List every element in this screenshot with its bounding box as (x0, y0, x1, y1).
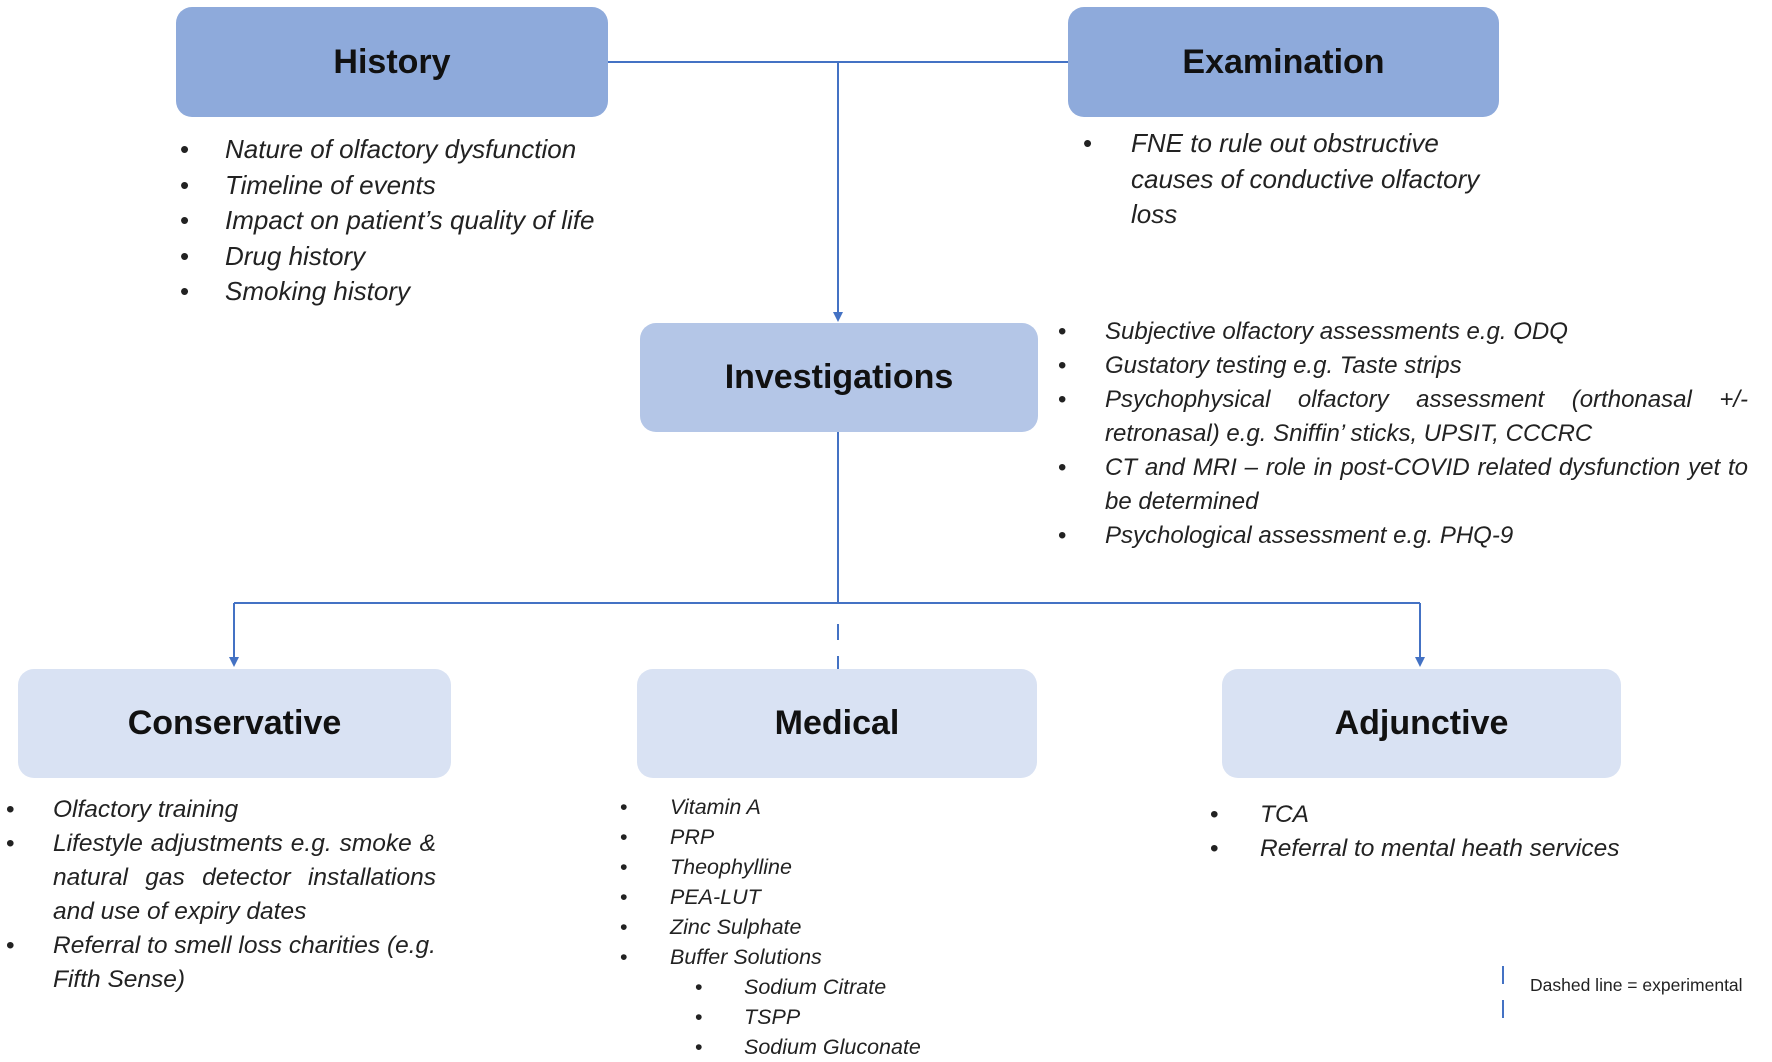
list-item: CT and MRI – role in post-COVID related … (1058, 451, 1748, 519)
list-item: Referral to mental heath services (1210, 832, 1670, 866)
sub-list-item: TSPP (695, 1002, 980, 1032)
list-item: Zinc Sulphate (620, 912, 980, 942)
adjunctive-node: Adjunctive (1222, 669, 1621, 778)
list-item: PRP (620, 822, 980, 852)
list-item: Olfactory training (6, 793, 436, 827)
list-item: Lifestyle adjustments e.g. smoke & natur… (6, 827, 436, 929)
list-item: TCA (1210, 798, 1670, 832)
list-item: Psychophysical olfactory assessment (ort… (1058, 383, 1748, 451)
list-item: Gustatory testing e.g. Taste strips (1058, 349, 1748, 383)
medical-node: Medical (637, 669, 1037, 778)
list-item: Nature of olfactory dysfunction (180, 132, 640, 168)
list-item: Psychological assessment e.g. PHQ-9 (1058, 519, 1748, 553)
list-item: Vitamin A (620, 792, 980, 822)
medical-list: Vitamin A PRP Theophylline PEA-LUT Zinc … (620, 792, 980, 1062)
list-item: Impact on patient’s quality of life (180, 203, 640, 239)
list-item: Buffer Solutions Sodium Citrate TSPP Sod… (620, 942, 980, 1062)
list-item: Theophylline (620, 852, 980, 882)
buffer-solutions-sublist: Sodium Citrate TSPP Sodium Gluconate (695, 972, 980, 1062)
list-item: Drug history (180, 239, 640, 275)
conservative-node: Conservative (18, 669, 451, 778)
history-list: Nature of olfactory dysfunction Timeline… (180, 132, 640, 310)
list-item-label: Buffer Solutions (670, 945, 822, 969)
list-item: Subjective olfactory assessments e.g. OD… (1058, 315, 1748, 349)
list-item: PEA-LUT (620, 882, 980, 912)
legend-label: Dashed line = experimental (1530, 975, 1743, 995)
investigations-list: Subjective olfactory assessments e.g. OD… (1058, 315, 1748, 553)
adjunctive-list: TCA Referral to mental heath services (1210, 798, 1670, 866)
conservative-list: Olfactory training Lifestyle adjustments… (6, 793, 436, 997)
list-item: Referral to smell loss charities (e.g. F… (6, 929, 436, 997)
list-item: Smoking history (180, 274, 640, 310)
list-item: FNE to rule out obstructive causes of co… (1083, 126, 1483, 233)
history-node: History (176, 7, 608, 117)
list-item: Timeline of events (180, 168, 640, 204)
examination-node: Examination (1068, 7, 1499, 117)
investigations-node: Investigations (640, 323, 1038, 432)
examination-list: FNE to rule out obstructive causes of co… (1083, 126, 1483, 233)
sub-list-item: Sodium Citrate (695, 972, 980, 1002)
sub-list-item: Sodium Gluconate (695, 1032, 980, 1062)
